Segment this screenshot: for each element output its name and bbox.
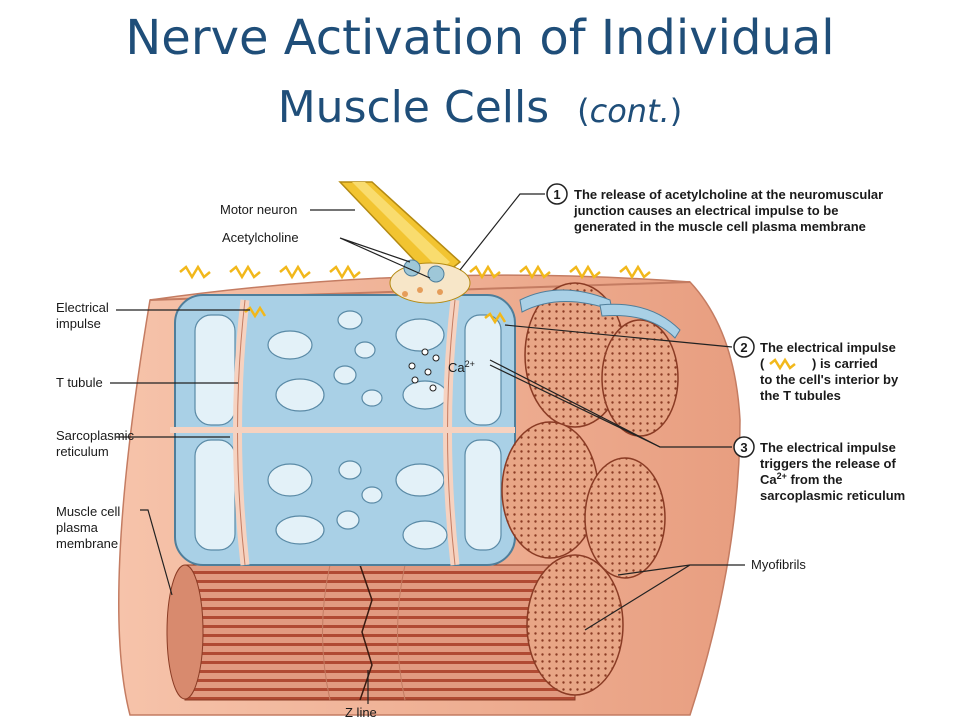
step-1-line-3: generated in the muscle cell plasma memb…: [574, 219, 866, 234]
label-sr-1: Sarcoplasmic: [56, 428, 135, 443]
label-membrane-2: plasma: [56, 520, 99, 535]
label-acetylcholine: Acetylcholine: [222, 230, 299, 245]
impulse-arrows: [179, 264, 651, 325]
step-3-marker: 3: [733, 436, 755, 458]
step-2-line-3: to the cell's interior by: [760, 372, 899, 387]
step-3-ca-sup: 2+: [777, 471, 787, 481]
step-3-line-1: The electrical impulse: [760, 440, 896, 455]
step-3-ca: Ca: [760, 472, 777, 487]
ca-text: Ca: [448, 360, 465, 375]
label-membrane-1: Muscle cell: [56, 504, 120, 519]
step-2-line-2-close: ) is carried: [812, 356, 878, 371]
ca-sup: 2+: [465, 359, 475, 369]
step-3-ca-tail: from the: [787, 472, 843, 487]
step-1-number: 1: [553, 187, 560, 202]
label-electrical-impulse-2: impulse: [56, 316, 101, 331]
label-motor-neuron: Motor neuron: [220, 202, 297, 217]
step-2-line-2-open: (: [760, 356, 765, 371]
impulse-symbol: [769, 357, 796, 371]
calcium-ions: [408, 348, 440, 392]
title-main: Muscle Cells: [277, 82, 550, 133]
label-electrical-impulse-1: Electrical: [56, 300, 109, 315]
step-3-number: 3: [740, 440, 747, 455]
myofibril-cross-sections: [501, 282, 679, 696]
label-z-line: Z line: [345, 705, 377, 720]
reticulum-fringe: [519, 289, 681, 339]
step-3-line-4: sarcoplasmic reticulum: [760, 488, 905, 503]
step-1-line-1: The release of acetylcholine at the neur…: [574, 187, 883, 202]
step-3-line-3: Ca2+ from the: [760, 471, 843, 487]
leader-lines: [110, 193, 745, 704]
step-2-line-1: The electrical impulse: [760, 340, 896, 355]
myofibril-striations: [166, 564, 576, 701]
label-t-tubule: T tubule: [56, 375, 103, 390]
step-1-marker: 1: [546, 183, 568, 205]
label-sr-2: reticulum: [56, 444, 109, 459]
step-3-line-2: triggers the release of: [760, 456, 896, 471]
motor-neuron: [338, 181, 471, 304]
label-membrane-3: membrane: [56, 536, 118, 551]
title-line-1: Nerve Activation of Individual: [125, 10, 835, 66]
step-2-marker: 2: [733, 336, 755, 358]
step-2-line-4: the T tubules: [760, 388, 841, 403]
sarcoplasmic-reticulum: [170, 294, 516, 566]
step-1-line-2: junction causes an electrical impulse to…: [573, 203, 838, 218]
title-line-2: Muscle Cells (cont.): [0, 82, 960, 133]
label-ca: Ca2+: [448, 359, 475, 375]
suffix-open: (: [577, 92, 590, 130]
suffix-close: ): [669, 92, 683, 130]
step-2-number: 2: [740, 340, 747, 355]
title-suffix: (cont.): [577, 92, 682, 130]
suffix-italic: cont.: [589, 92, 670, 130]
label-myofibrils: Myofibrils: [751, 557, 806, 572]
